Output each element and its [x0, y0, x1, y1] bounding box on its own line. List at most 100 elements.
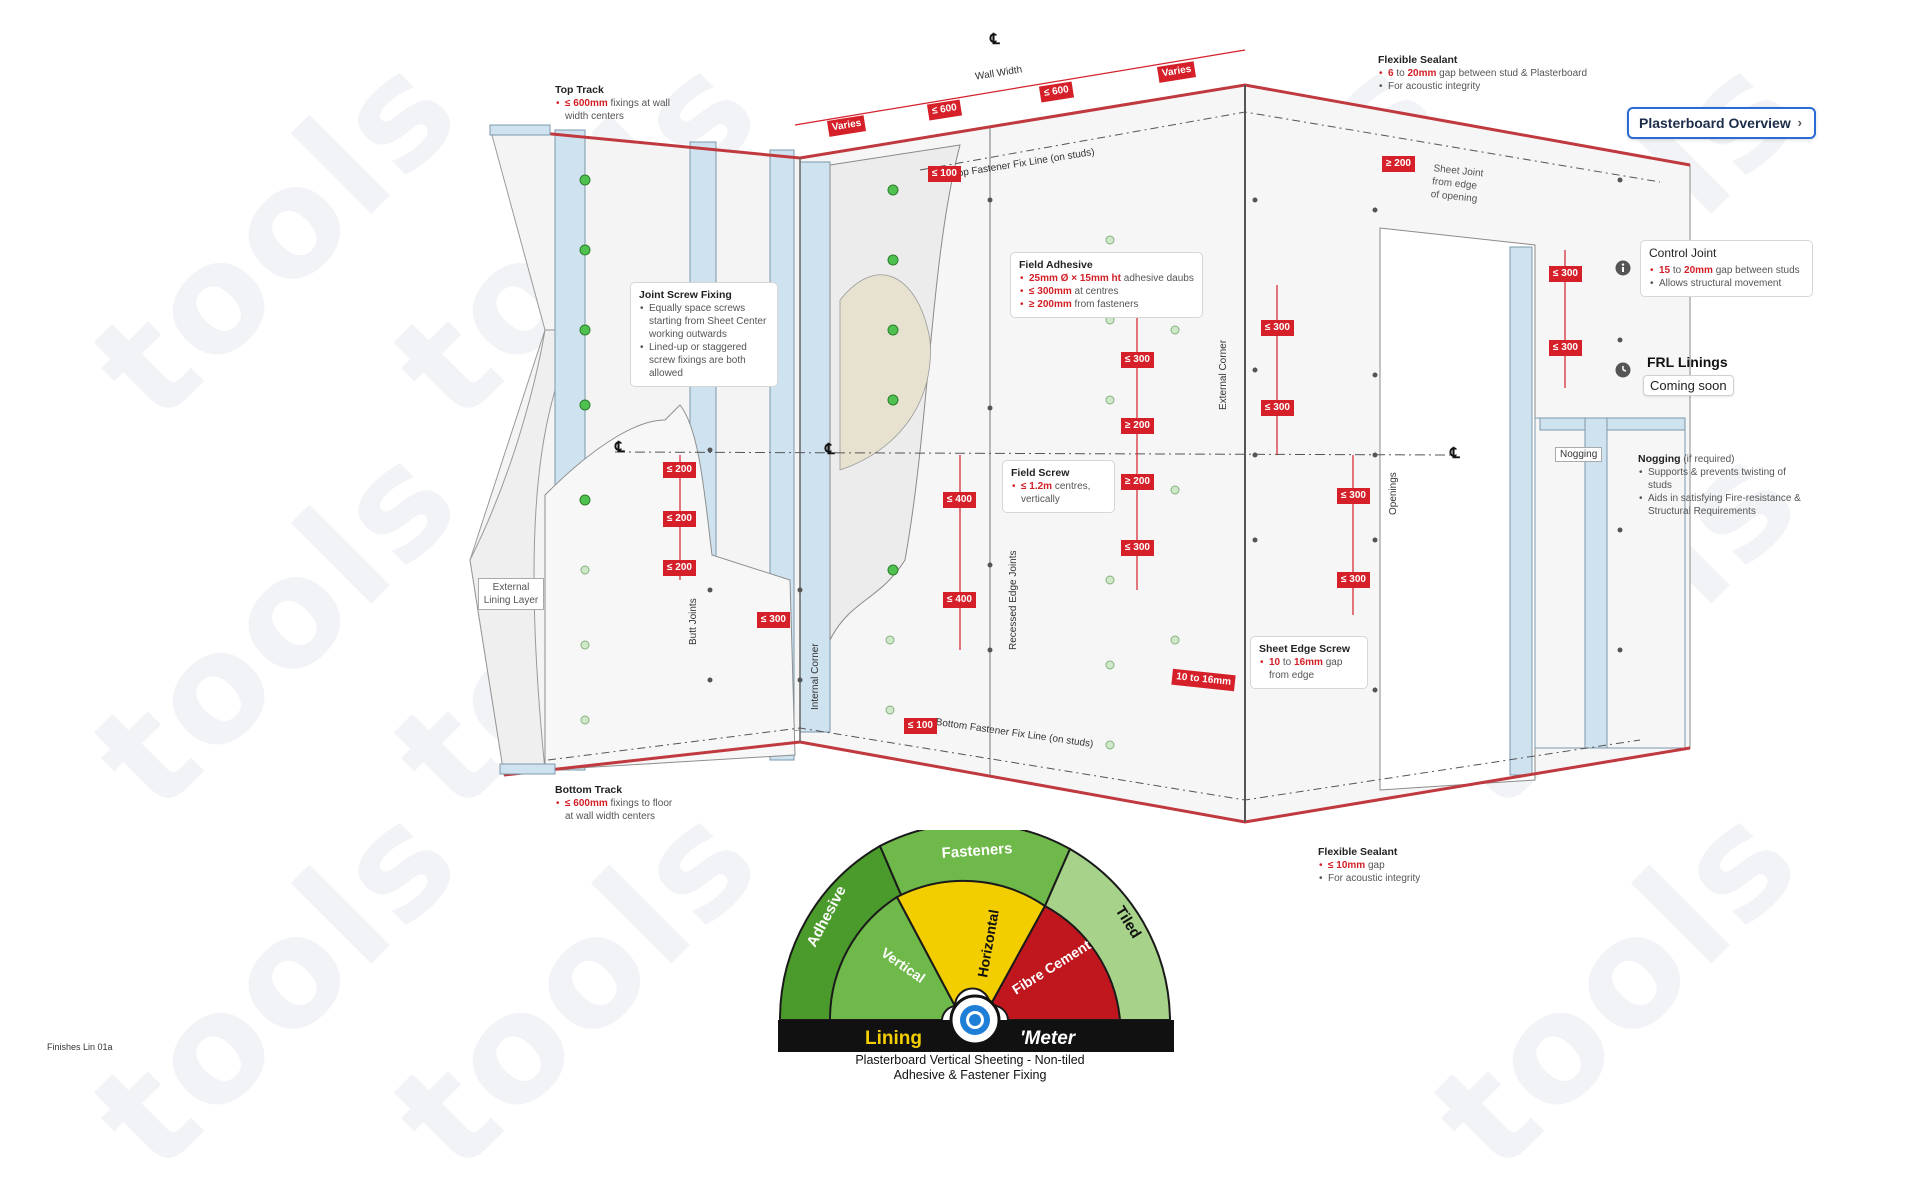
openings-label: Openings	[1388, 472, 1399, 515]
nogging-tag: Nogging	[1555, 447, 1603, 462]
nogging-bullet-1: Supports & prevents twisting of studs	[1638, 466, 1808, 492]
external-lining-layer-label: External Lining Layer	[478, 578, 544, 610]
field-screw-bullet: ≤ 1.2m centres, vertically	[1011, 480, 1106, 506]
bottom-track-text: fixings to floor at wall width centers	[565, 798, 673, 822]
meter-fibre-cement-segment[interactable]	[988, 904, 1122, 1021]
recessed-edge-joints-label: Recessed Edge Joints	[1008, 550, 1019, 650]
dim-adhesive-4: ≤ 300	[1121, 540, 1154, 556]
dim-butt-gap: ≤ 300	[757, 612, 790, 628]
nogging-bullet-2: Aids in satisfying Fire-resistance & Str…	[1638, 492, 1808, 518]
clock-icon[interactable]	[1615, 362, 1631, 378]
control-joint-title: Control Joint	[1649, 246, 1717, 260]
external-corner-label: External Corner	[1218, 339, 1229, 410]
adhesive-centres-text: at centres	[1071, 286, 1119, 297]
control-joint-bullet-1: 15 to 20mm gap between studs	[1649, 264, 1804, 277]
joint-screw-bullet-1: Equally space screws starting from Sheet…	[639, 302, 769, 341]
dim-field-screw-2: ≤ 400	[943, 592, 976, 608]
adhesive-daub-size: 25mm Ø × 15mm ht	[1029, 273, 1121, 284]
field-screw-title: Field Screw	[1011, 467, 1070, 479]
sheet-edge-screw-note: Sheet Edge Screw 10 to 16mm gap from edg…	[1250, 636, 1368, 689]
flexible-sealant-top-note: Flexible Sealant 6 to 20mm gap between s…	[1378, 54, 1598, 93]
meter-caption: Plasterboard Vertical Sheeting - Non-til…	[760, 1053, 1180, 1083]
dim-adhesive-1: ≤ 300	[1121, 352, 1154, 368]
sheet-joint-note: Sheet Joint from edge of opening	[1430, 162, 1489, 207]
meter-fasteners-label: Fasteners	[941, 840, 1013, 862]
adhesive-distance-text: from fasteners	[1071, 299, 1139, 310]
centerline-symbol-right: ℄	[1450, 445, 1460, 462]
field-adhesive-note: Field Adhesive 25mm Ø × 15mm ht adhesive…	[1010, 252, 1203, 318]
adhesive-centres: ≤ 300mm	[1029, 286, 1072, 297]
edge-gap-max: 16mm	[1294, 657, 1323, 668]
diagram-stage: tools tools tools tools tools tools tool…	[0, 0, 1920, 1080]
edge-gap-text: gap from edge	[1269, 657, 1343, 681]
coming-soon-badge[interactable]: Coming soon	[1643, 375, 1734, 396]
overview-button-label: Plasterboard Overview	[1639, 115, 1791, 131]
top-track-title: Top Track	[555, 84, 604, 96]
plasterboard-overview-button[interactable]: Plasterboard Overview ›	[1627, 107, 1816, 139]
info-icon[interactable]	[1615, 260, 1631, 276]
meter-vertical-segment[interactable]	[828, 895, 957, 1021]
control-joint-note: Control Joint 15 to 20mm gap between stu…	[1640, 240, 1813, 297]
control-gap-text: gap between studs	[1712, 265, 1800, 276]
flexible-sealant-top-bullet-2: For acoustic integrity	[1378, 80, 1598, 93]
chevron-right-icon: ›	[1797, 115, 1802, 130]
sheet-edge-screw-bullet: 10 to 16mm gap from edge	[1259, 656, 1359, 682]
bottom-track-value: ≤ 600mm	[565, 798, 608, 809]
flexible-sealant-bottom-title: Flexible Sealant	[1318, 846, 1398, 858]
bottom-track-note: Bottom Track ≤ 600mm fixings to floor at…	[555, 784, 675, 823]
butt-joints-label: Butt Joints	[688, 598, 699, 645]
drawing-code: Finishes Lin 01a	[47, 1042, 113, 1052]
sealant-bottom-gap: ≤ 10mm	[1328, 860, 1366, 871]
dim-field-screw-1: ≤ 400	[943, 492, 976, 508]
dim-ext-1: ≤ 300	[1261, 320, 1294, 336]
top-track-bullet: ≤ 600mm fixings at wall width centers	[555, 97, 675, 123]
bottom-track-bullet: ≤ 600mm fixings to floor at wall width c…	[555, 797, 675, 823]
control-gap-min: 15	[1659, 265, 1671, 276]
frl-linings-title: FRL Linings	[1647, 354, 1728, 370]
edge-gap-min: 10	[1269, 657, 1281, 668]
nogging-note: Nogging (if required) Supports & prevent…	[1638, 453, 1808, 518]
adhesive-distance: ≥ 200mm	[1029, 299, 1072, 310]
meter-caption-line-1: Plasterboard Vertical Sheeting - Non-til…	[855, 1053, 1085, 1067]
left-lined-sheet	[544, 404, 796, 771]
centerline-symbol-top: ℄	[990, 31, 1000, 48]
dim-opening-2: ≤ 300	[1337, 572, 1370, 588]
sheet-joint-text: Sheet Joint from edge of opening	[1430, 163, 1484, 205]
sealant-gap-min: 6	[1388, 68, 1394, 79]
meter-meter-label: 'Meter	[1020, 1028, 1077, 1049]
control-gap-to: to	[1670, 265, 1685, 276]
sealant-gap-text: gap between stud & Plasterboard	[1436, 68, 1588, 79]
field-adhesive-title: Field Adhesive	[1019, 259, 1093, 271]
field-adhesive-bullet-3: ≥ 200mm from fasteners	[1019, 298, 1194, 311]
flexible-sealant-top-bullet-1: 6 to 20mm gap between stud & Plasterboar…	[1378, 67, 1598, 80]
top-track-text: fixings at wall width centers	[565, 98, 670, 122]
adhesive-daub-text: adhesive daubs	[1120, 273, 1194, 284]
bottom-track-title: Bottom Track	[555, 784, 623, 796]
dim-butt-1: ≤ 200	[663, 462, 696, 478]
joint-screw-bullet-2: Lined-up or staggered screw fixings are …	[639, 341, 769, 380]
field-screw-note: Field Screw ≤ 1.2m centres, vertically	[1002, 460, 1115, 513]
dim-head-1: ≤ 300	[1549, 266, 1582, 282]
dim-butt-3: ≤ 200	[663, 560, 696, 576]
internal-corner-label: Internal Corner	[810, 643, 821, 710]
flexible-sealant-bottom-bullet-2: For acoustic integrity	[1318, 872, 1458, 885]
dim-butt-2: ≤ 200	[663, 511, 696, 527]
nogging-title-row: Nogging (if required)	[1638, 453, 1808, 466]
flexible-sealant-bottom-bullet-1: ≤ 10mm gap	[1318, 859, 1458, 872]
sealant-gap-max: 20mm	[1407, 68, 1437, 79]
field-screw-centres: ≤ 1.2m	[1021, 481, 1053, 492]
flexible-sealant-bottom-note: Flexible Sealant ≤ 10mm gap For acoustic…	[1318, 846, 1458, 885]
sealant-gap-to: to	[1393, 68, 1408, 79]
centerline-symbol-left: ℄	[615, 439, 625, 456]
lining-meter: Adhesive Fasteners Tiled Vertical Horizo…	[778, 830, 1174, 1052]
meter-caption-line-2: Adhesive & Fastener Fixing	[893, 1068, 1047, 1082]
dim-bottom-screw: ≤ 100	[904, 718, 937, 734]
door-opening	[1379, 227, 1536, 791]
nogging-title: Nogging	[1638, 453, 1681, 465]
field-adhesive-bullet-2: ≤ 300mm at centres	[1019, 285, 1194, 298]
control-gap-max: 20mm	[1684, 265, 1713, 276]
dim-top-screw: ≤ 100	[928, 166, 961, 182]
sheet-edge-screw-title: Sheet Edge Screw	[1259, 643, 1351, 655]
flexible-sealant-top-title: Flexible Sealant	[1378, 54, 1458, 66]
dim-adhesive-2: ≥ 200	[1121, 418, 1154, 434]
